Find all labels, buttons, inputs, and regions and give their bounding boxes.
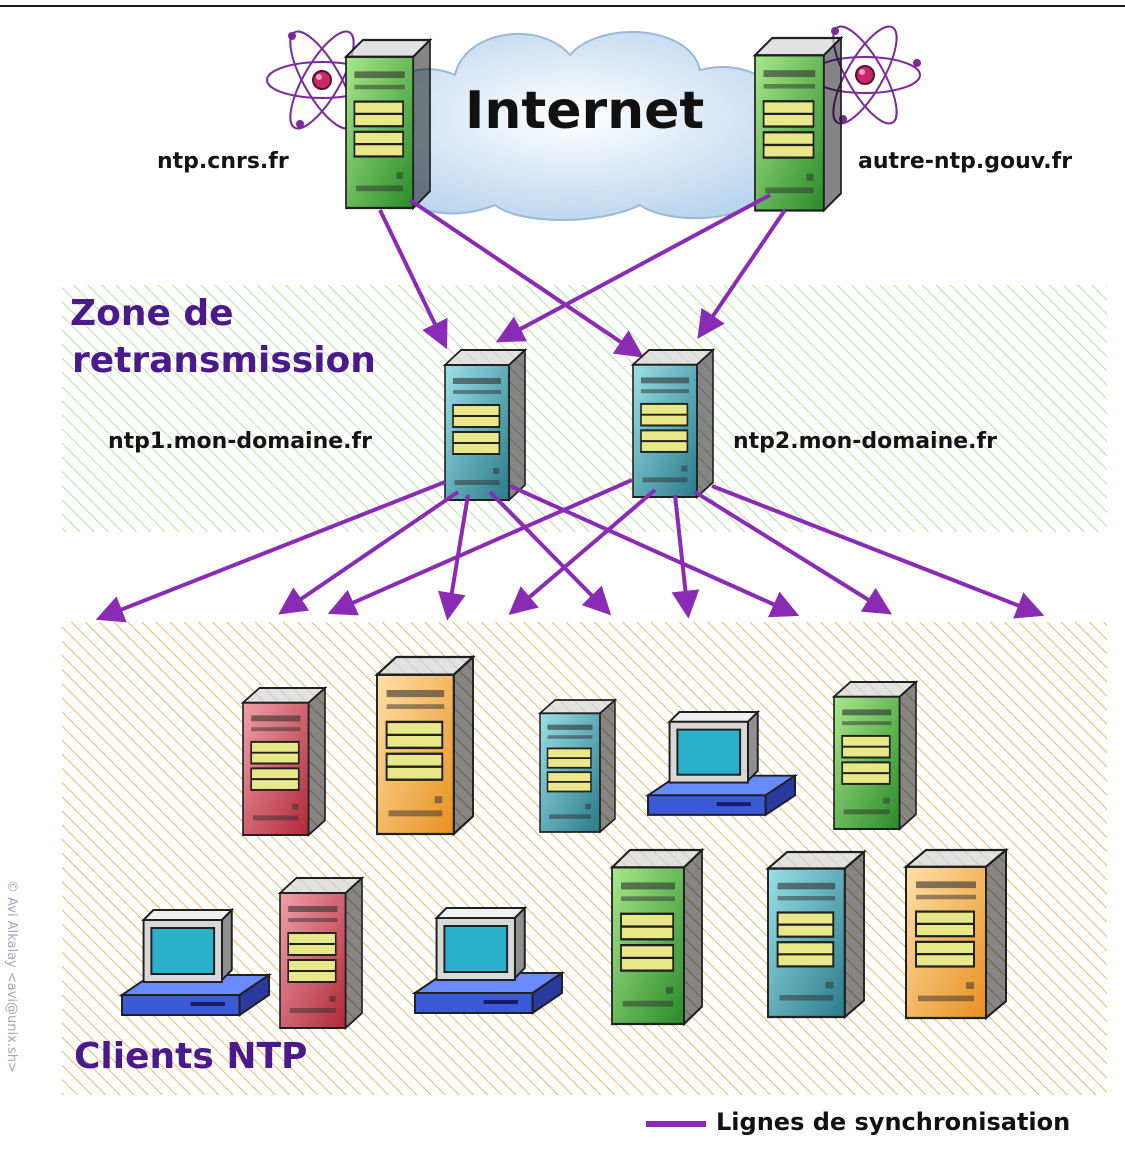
zone-relay-line2: retransmission — [72, 340, 376, 381]
server-icon — [753, 36, 843, 212]
sync-lines-top — [378, 193, 787, 358]
server-icon — [632, 349, 714, 498]
zone-relay-line1: Zone de — [70, 293, 234, 334]
server-icon — [766, 850, 866, 1019]
sync-lines-clients — [95, 478, 1045, 623]
legend-label: Lignes de synchronisation — [716, 1108, 1070, 1136]
server-label-ntp2: ntp2.mon-domaine.fr — [733, 429, 997, 454]
zone-clients-label: Clients NTP — [74, 1036, 307, 1077]
server-icon — [610, 848, 704, 1026]
server-icon — [833, 681, 917, 830]
server-label-ntp-cnrs: ntp.cnrs.fr — [157, 149, 289, 174]
legend: Lignes de synchronisation — [646, 1108, 1070, 1136]
server-label-autre-ntp: autre-ntp.gouv.fr — [858, 149, 1072, 174]
server-icon — [279, 877, 363, 1029]
internet-label: Internet — [465, 81, 704, 141]
relay-zone — [62, 285, 1107, 532]
server-icon — [375, 655, 475, 836]
server-icon — [344, 38, 432, 210]
server-icon — [242, 687, 326, 836]
server-icon — [539, 699, 616, 833]
copyright-text: © Avi Alkalay <avi@unix.sh> — [4, 880, 19, 1073]
server-icon — [444, 349, 526, 501]
server-icon — [904, 848, 1008, 1020]
server-label-ntp1: ntp1.mon-domaine.fr — [108, 429, 372, 454]
